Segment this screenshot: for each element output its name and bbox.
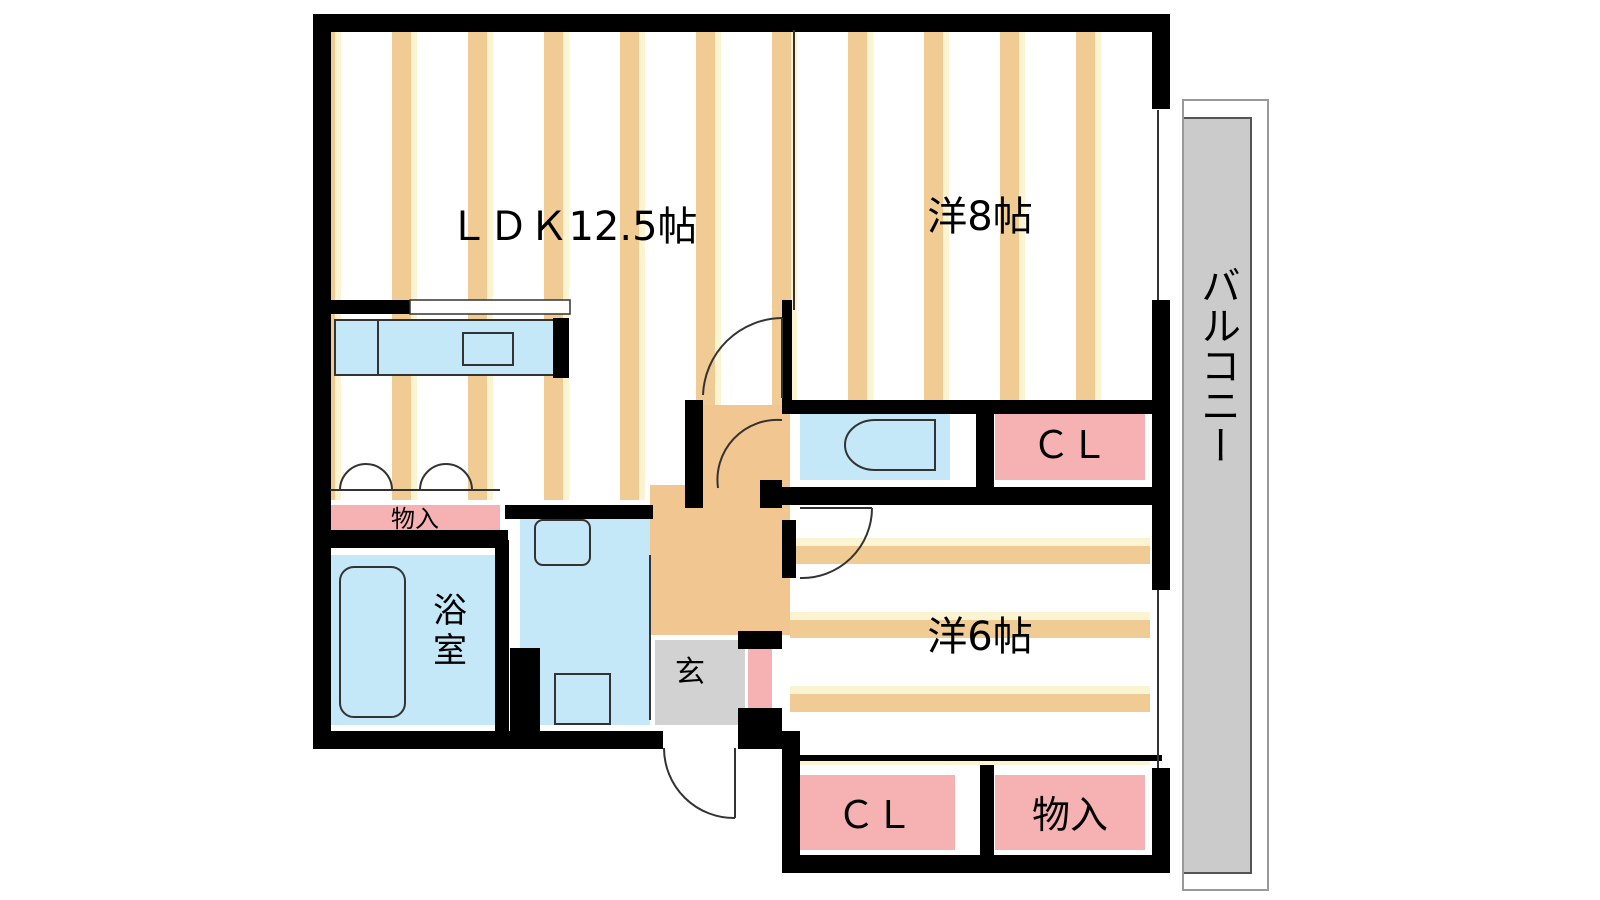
toilet-bowl — [844, 419, 936, 471]
hall-floor-lower — [650, 485, 790, 635]
closet-8-floor — [995, 410, 1145, 480]
kitchen-end-wall — [553, 318, 569, 378]
balcony-label: バルコニー — [1194, 265, 1240, 465]
closet-6-label: ＣＬ — [837, 793, 913, 837]
washing-machine — [554, 673, 611, 725]
washroom-floor — [520, 510, 650, 725]
kitchen-sink — [462, 332, 514, 366]
kitchen-upper-rail — [409, 299, 571, 315]
western6-label: 洋6帖 — [927, 614, 1032, 660]
kitchen-counter — [334, 319, 556, 376]
ldk-label: ＬＤＫ12.5帖 — [448, 204, 697, 250]
balcony-rail — [1182, 99, 1269, 891]
entrance-label: 玄 — [675, 655, 705, 690]
toilet-floor — [800, 410, 950, 480]
bathroom-floor — [330, 555, 505, 725]
bath-label-2: 室 — [433, 631, 467, 671]
storage-6-label: 物入 — [1032, 793, 1108, 837]
western6-floor — [790, 510, 1150, 765]
storage-6-floor — [995, 775, 1145, 850]
closet-6-floor — [795, 775, 955, 850]
fittings — [330, 30, 1159, 820]
closet-8-label: ＣＬ — [1032, 423, 1108, 467]
kitchen-upper-wall — [330, 300, 410, 314]
shoebox — [748, 648, 772, 708]
washbasin — [534, 519, 591, 566]
entrance-floor — [655, 640, 745, 725]
bath-label-1: 浴 — [433, 591, 467, 631]
hall-floor — [695, 405, 790, 485]
balcony — [1182, 117, 1252, 874]
bathtub — [339, 566, 406, 718]
western8-floor — [790, 30, 1150, 400]
western8-label: 洋8帖 — [927, 194, 1032, 240]
walls — [313, 14, 1170, 873]
storage-ldk-label: 物入 — [391, 505, 439, 533]
